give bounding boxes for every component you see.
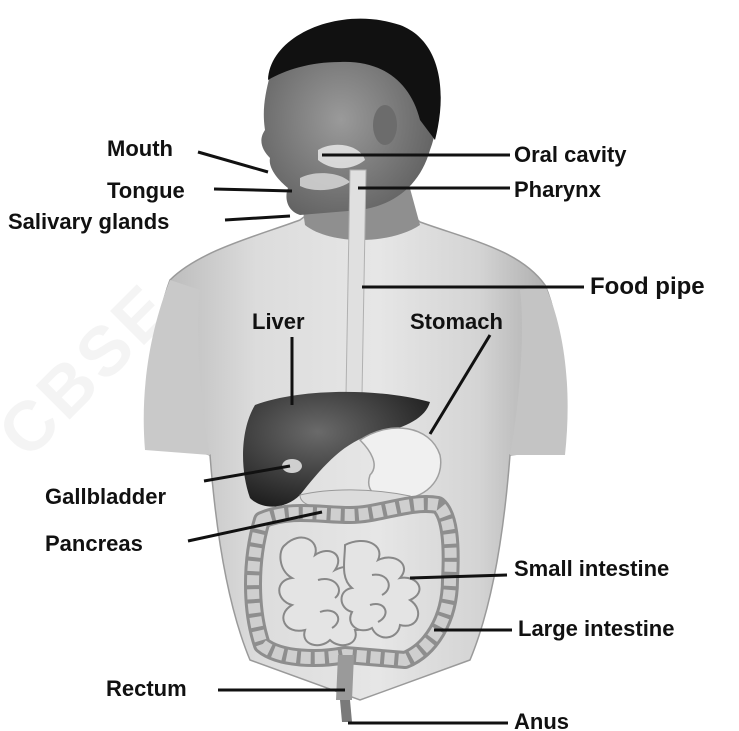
rectum [336,655,354,700]
label-food-pipe: Food pipe [590,275,705,299]
food-pipe [346,170,366,395]
label-anus: Anus [514,711,569,731]
label-large-intestine: Large intestine [518,618,674,640]
label-salivary-glands: Salivary glands [8,211,169,233]
salivary-glands-pointer [225,216,290,220]
anus [340,700,352,722]
label-pharynx: Pharynx [514,179,601,201]
label-stomach: Stomach [410,311,503,333]
label-rectum: Rectum [106,678,187,700]
mouth-pointer [198,152,268,172]
label-liver: Liver [252,311,305,333]
label-pancreas: Pancreas [45,533,143,555]
label-oral-cavity: Oral cavity [514,144,627,166]
tongue-pointer [214,189,292,191]
label-mouth: Mouth [107,138,173,160]
label-small-intestine: Small intestine [514,558,669,580]
label-gallbladder: Gallbladder [45,486,166,508]
label-tongue: Tongue [107,180,185,202]
ear [373,105,397,145]
